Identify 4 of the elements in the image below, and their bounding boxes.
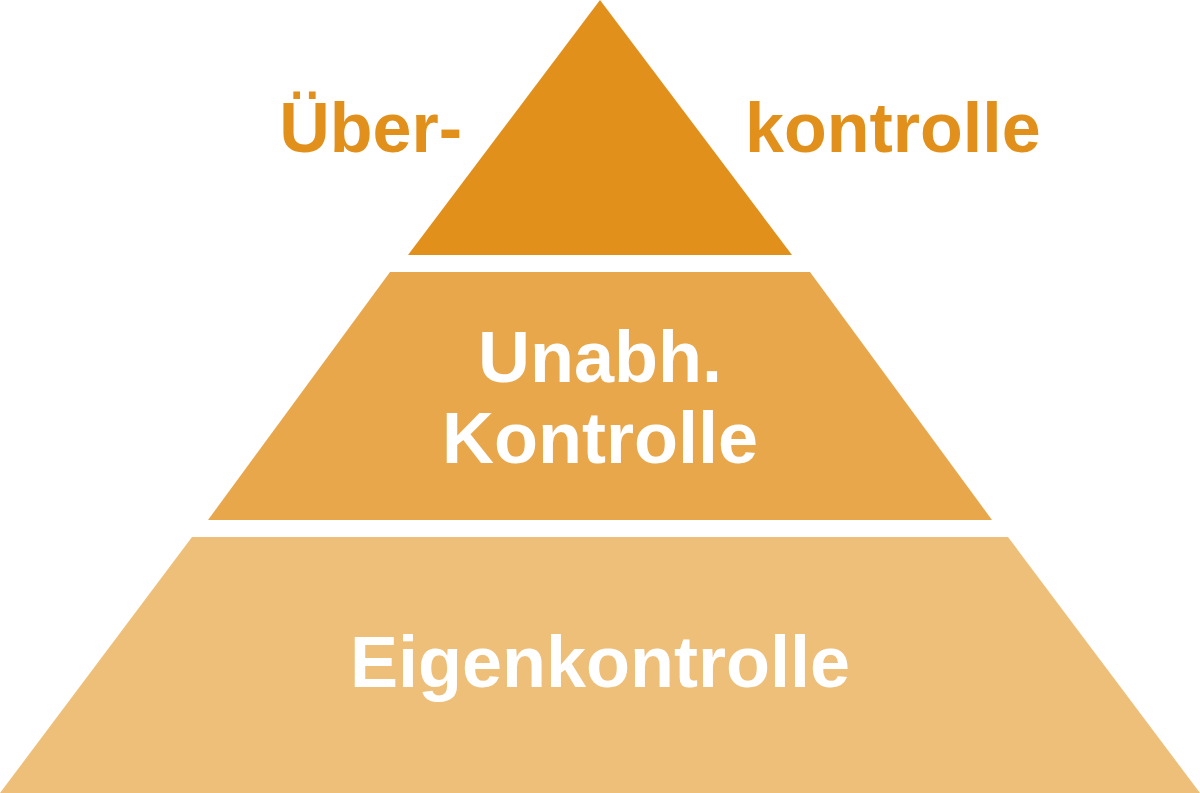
tier-caption: kontrolle	[745, 88, 1041, 168]
tier-label: Unabh. Kontrolle	[441, 317, 759, 479]
tier-caption: Über-	[279, 88, 462, 168]
tier-label: Eigenkontrolle	[348, 622, 852, 703]
